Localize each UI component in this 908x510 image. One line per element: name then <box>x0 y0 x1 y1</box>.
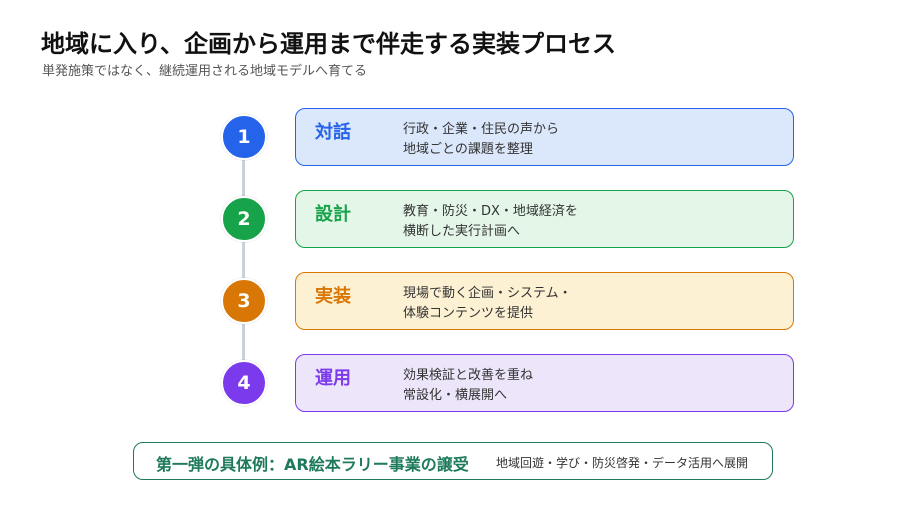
step-2-line-2: 横断した実行計画へ <box>403 224 521 239</box>
step-1-line-1: 行政・企業・住民の声から <box>403 122 560 137</box>
step-3-number: 3 <box>237 290 251 312</box>
step-3-card: 実装 現場で動く企画・システム・ 体験コンテンツを提供 <box>295 272 794 330</box>
step-4-line-2: 常設化・横展開へ <box>403 388 508 403</box>
step-2-title: 設計 <box>315 204 351 225</box>
step-2-number: 2 <box>237 208 251 230</box>
banner-description: 地域回遊・学び・防災啓発・データ活用へ展開 <box>496 456 749 470</box>
step-4-title: 運用 <box>315 368 351 389</box>
step-1-title: 対話 <box>315 122 351 143</box>
step-4-number: 4 <box>237 372 251 394</box>
step-4-description: 効果検証と改善を重ね 常設化・横展開へ <box>403 366 533 406</box>
step-1-number-badge: 1 <box>221 114 267 160</box>
connector-1-2 <box>242 160 245 200</box>
example-banner: 第一弾の具体例：AR絵本ラリー事業の譲受 地域回遊・学び・防災啓発・データ活用へ… <box>133 442 773 480</box>
page-subtitle: 単発施策ではなく、継続運用される地域モデルへ育てる <box>42 64 368 79</box>
page-title: 地域に入り、企画から運用まで伴走する実装プロセス <box>41 30 617 58</box>
banner-headline: 第一弾の具体例：AR絵本ラリー事業の譲受 <box>156 455 469 474</box>
step-1-line-2: 地域ごとの課題を整理 <box>403 142 533 157</box>
step-2-line-1: 教育・防災・DX・地域経済を <box>403 204 578 219</box>
step-2-number-badge: 2 <box>221 196 267 242</box>
connector-3-4 <box>242 324 245 364</box>
step-3-line-1: 現場で動く企画・システム・ <box>403 286 572 301</box>
step-4-card: 運用 効果検証と改善を重ね 常設化・横展開へ <box>295 354 794 412</box>
step-4-number-badge: 4 <box>221 360 267 406</box>
step-1-description: 行政・企業・住民の声から 地域ごとの課題を整理 <box>403 120 559 160</box>
step-4-line-1: 効果検証と改善を重ね <box>403 368 534 383</box>
step-3-description: 現場で動く企画・システム・ 体験コンテンツを提供 <box>403 284 572 324</box>
step-1-number: 1 <box>237 126 251 148</box>
step-2-description: 教育・防災・DX・地域経済を 横断した実行計画へ <box>403 202 578 242</box>
connector-2-3 <box>242 242 245 282</box>
step-3-number-badge: 3 <box>221 278 267 324</box>
step-3-title: 実装 <box>315 286 351 307</box>
step-2-card: 設計 教育・防災・DX・地域経済を 横断した実行計画へ <box>295 190 794 248</box>
step-3-line-2: 体験コンテンツを提供 <box>403 306 534 321</box>
step-1-card: 対話 行政・企業・住民の声から 地域ごとの課題を整理 <box>295 108 794 166</box>
